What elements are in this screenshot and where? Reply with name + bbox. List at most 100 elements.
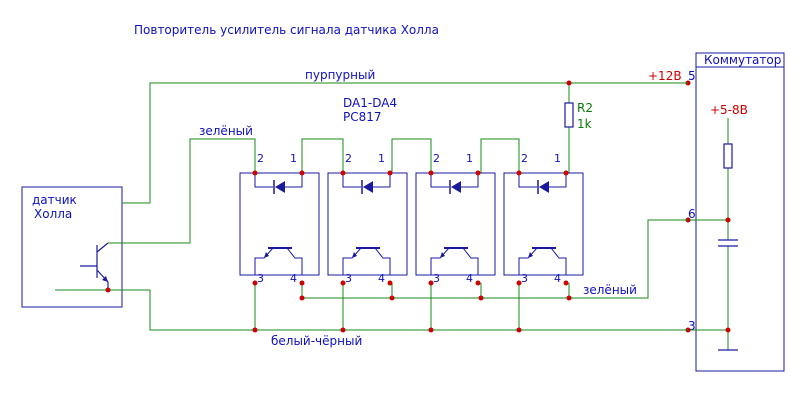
pin-label-4: 4: [554, 272, 561, 285]
transistor-collector: [286, 247, 303, 275]
plus12-label: +12В: [648, 69, 682, 83]
pin-junction: [387, 170, 393, 176]
ground-junctions: [105, 287, 572, 333]
commutator-pin-6: 6: [688, 207, 696, 221]
transistor-arrow: [440, 252, 445, 258]
commutator-internal-wiring: [688, 118, 729, 350]
pin-junction: [428, 170, 434, 176]
sensor-transistor: [80, 242, 109, 290]
resistor-r2: [564, 102, 574, 128]
pin-junction: [475, 170, 481, 176]
junction: [725, 327, 731, 333]
transistor-collector: [462, 247, 479, 275]
pin-label-1: 1: [466, 152, 473, 165]
hall-sensor-box: [21, 186, 123, 308]
commutator-pin-5: 5: [688, 69, 696, 83]
pin-label-1: 1: [554, 152, 561, 165]
pin-label-3: 3: [257, 272, 264, 285]
led-lead: [373, 173, 391, 188]
ic-part-label: PC817: [343, 110, 382, 124]
diagram-title: Повторитель усилитель сигнала датчика Хо…: [134, 23, 439, 37]
pin-junction: [252, 170, 258, 176]
pin-junction: [299, 280, 305, 286]
pin-label-2: 2: [521, 152, 528, 165]
pin-junction: [563, 280, 569, 286]
junction: [340, 327, 346, 333]
commutator-resistor: [723, 143, 733, 169]
junction: [478, 295, 484, 301]
led-icon: [539, 181, 549, 193]
optocoupler-da2: 2 1 3 4: [327, 152, 408, 286]
transistor-arrow: [528, 252, 533, 258]
pin-label-3: 3: [345, 272, 352, 285]
ic-name-label: DA1-DA4: [343, 96, 397, 110]
led-lead: [518, 173, 537, 188]
pin-label-1: 1: [378, 152, 385, 165]
pin-junction: [252, 280, 258, 286]
pin-junction: [340, 170, 346, 176]
led-lead: [461, 173, 479, 188]
wire-label-purple: пурпурный: [305, 68, 375, 82]
junction: [566, 80, 572, 86]
pin-junction: [340, 280, 346, 286]
wire-label-white-black: белый-чёрный: [271, 334, 362, 348]
transistor-collector: [550, 247, 567, 275]
junction: [725, 217, 731, 223]
junction: [299, 295, 305, 301]
led-lead: [430, 173, 449, 188]
optocoupler-body: [415, 172, 496, 276]
transistor-arrow: [264, 252, 269, 258]
led-icon: [363, 181, 373, 193]
junction: [516, 327, 522, 333]
pin-label-3: 3: [433, 272, 440, 285]
pin-label-3: 3: [521, 272, 528, 285]
wiring: [55, 82, 688, 331]
commutator-pin-3: 3: [688, 319, 696, 333]
pin-junction: [387, 280, 393, 286]
optocoupler-body: [503, 172, 584, 276]
pin-label-2: 2: [433, 152, 440, 165]
transistor-collector: [374, 247, 391, 275]
led-lead: [254, 173, 273, 188]
supply-label: +5-8В: [710, 103, 748, 117]
transistor-emitter: [430, 247, 450, 275]
led-icon: [275, 181, 285, 193]
pin-label-4: 4: [290, 272, 297, 285]
pin-junction: [428, 280, 434, 286]
junction: [252, 327, 258, 333]
resistor-name: R2: [577, 101, 593, 115]
led-lead: [342, 173, 361, 188]
transistor-arrow: [352, 252, 357, 258]
sensor-label-line2: Холла: [34, 207, 72, 221]
pin-junction: [475, 280, 481, 286]
pin-label-4: 4: [378, 272, 385, 285]
junction: [566, 295, 572, 301]
pin-label-2: 2: [345, 152, 352, 165]
pin-junction: [516, 280, 522, 286]
led-lead: [549, 173, 567, 188]
resistor-value: 1k: [577, 117, 592, 131]
sensor-label-line1: датчик: [32, 193, 77, 207]
junction: [428, 327, 434, 333]
transistor-emitter: [342, 247, 362, 275]
commutator-box: [695, 52, 785, 372]
transistor-emitter: [254, 247, 274, 275]
optocoupler-body: [239, 172, 320, 276]
commutator-title: Коммутатор: [704, 53, 781, 67]
pin-junction: [516, 170, 522, 176]
led-lead: [285, 173, 303, 188]
wire-label-green-bottom: зелёный: [583, 283, 637, 297]
pin-label-2: 2: [257, 152, 264, 165]
optocoupler-da4: 2 1 3 4: [503, 152, 584, 286]
transistor-emitter: [518, 247, 538, 275]
led-icon: [451, 181, 461, 193]
wire-label-green-top: зелёный: [199, 124, 253, 138]
junction: [105, 287, 111, 293]
optocoupler-body: [327, 172, 408, 276]
pin-junction: [563, 170, 569, 176]
junction: [389, 295, 395, 301]
